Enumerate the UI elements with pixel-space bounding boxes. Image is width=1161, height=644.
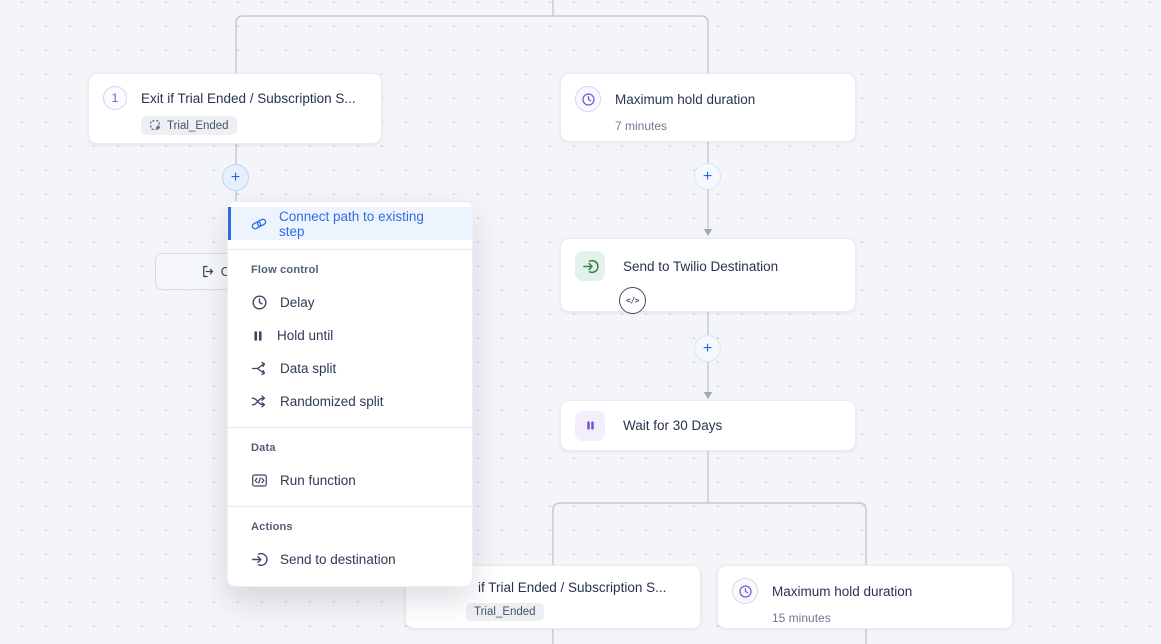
clock-icon: [575, 86, 601, 112]
menu-item-data-split[interactable]: Data split: [228, 352, 472, 385]
audience-tag-label: Trial_Ended: [167, 119, 229, 132]
step-number-badge: 1: [103, 86, 127, 110]
node-exit-rule-top[interactable]: 1 Exit if Trial Ended / Subscription S..…: [88, 73, 382, 144]
menu-item-run-function[interactable]: Run function: [228, 464, 472, 497]
menu-item-label: Data split: [280, 361, 337, 376]
plus-icon: +: [702, 167, 713, 185]
menu-divider: [228, 249, 472, 250]
menu-item-randomized-split[interactable]: Randomized split: [228, 385, 472, 418]
node-title: Wait for 30 Days: [623, 418, 723, 433]
plus-icon: +: [230, 168, 241, 186]
send-icon: [251, 551, 268, 568]
add-step-button-active[interactable]: +: [222, 164, 249, 191]
menu-divider: [228, 506, 472, 507]
menu-item-label: Send to destination: [280, 552, 396, 567]
menu-item-connect-path[interactable]: Connect path to existing step: [228, 207, 472, 240]
menu-item-label: Delay: [280, 295, 315, 310]
partial-button-label: C: [220, 264, 230, 279]
menu-item-label: Hold until: [277, 328, 334, 343]
menu-item-hold-until[interactable]: Hold until: [228, 319, 472, 352]
menu-section-title: Flow control: [251, 264, 319, 276]
menu-section-flow-control: Flow control Delay Hold until: [228, 250, 472, 418]
menu-item-label: Randomized split: [280, 394, 384, 409]
menu-item-label: Run function: [280, 473, 356, 488]
exit-icon: [200, 264, 215, 279]
node-title: Send to Twilio Destination: [623, 258, 779, 274]
node-subtitle: 15 minutes: [772, 611, 831, 625]
pause-icon: [575, 410, 605, 441]
add-step-button[interactable]: +: [694, 335, 721, 362]
add-step-button[interactable]: +: [694, 163, 721, 190]
menu-section-title: Data: [251, 442, 276, 454]
add-step-menu: Connect path to existing step Flow contr…: [227, 201, 473, 587]
function-badge: </>: [619, 287, 646, 314]
split-icon: [251, 360, 268, 377]
menu-section-data: Data Run function: [228, 428, 472, 497]
node-wait[interactable]: Wait for 30 Days: [560, 400, 856, 451]
menu-item-label: Connect path to existing step: [279, 208, 424, 239]
node-exit-rule-bottom[interactable]: if Trial Ended / Subscription S... Trial…: [405, 565, 701, 629]
plus-icon: +: [702, 339, 713, 357]
menu-item-send-to-destination[interactable]: Send to destination: [228, 543, 472, 576]
clock-icon: [251, 294, 268, 311]
node-title: Exit if Trial Ended / Subscription S...: [141, 90, 356, 106]
menu-section-actions: Actions Send to destination: [228, 507, 472, 576]
clock-icon: [732, 578, 758, 604]
node-title: Maximum hold duration: [772, 583, 913, 599]
node-title: if Trial Ended / Subscription S...: [478, 580, 667, 595]
node-title: Maximum hold duration: [615, 91, 756, 107]
audience-tag: Trial_Ended: [141, 116, 237, 135]
pause-icon: [251, 329, 265, 343]
node-max-hold-top[interactable]: Maximum hold duration 7 minutes: [560, 73, 856, 142]
node-send-twilio[interactable]: Send to Twilio Destination </>: [560, 238, 856, 314]
link-icon: [251, 216, 267, 232]
destination-icon: [575, 251, 605, 281]
audience-tag: Trial_Ended: [466, 603, 544, 621]
node-max-hold-bottom[interactable]: Maximum hold duration 15 minutes: [717, 565, 1013, 629]
function-icon: [251, 472, 268, 489]
audience-icon: [149, 119, 162, 132]
node-subtitle: 7 minutes: [615, 119, 668, 133]
menu-divider: [228, 427, 472, 428]
audience-tag-label: Trial_Ended: [474, 606, 536, 618]
menu-item-delay[interactable]: Delay: [228, 286, 472, 319]
shuffle-icon: [251, 393, 268, 410]
menu-section-title: Actions: [251, 521, 293, 533]
